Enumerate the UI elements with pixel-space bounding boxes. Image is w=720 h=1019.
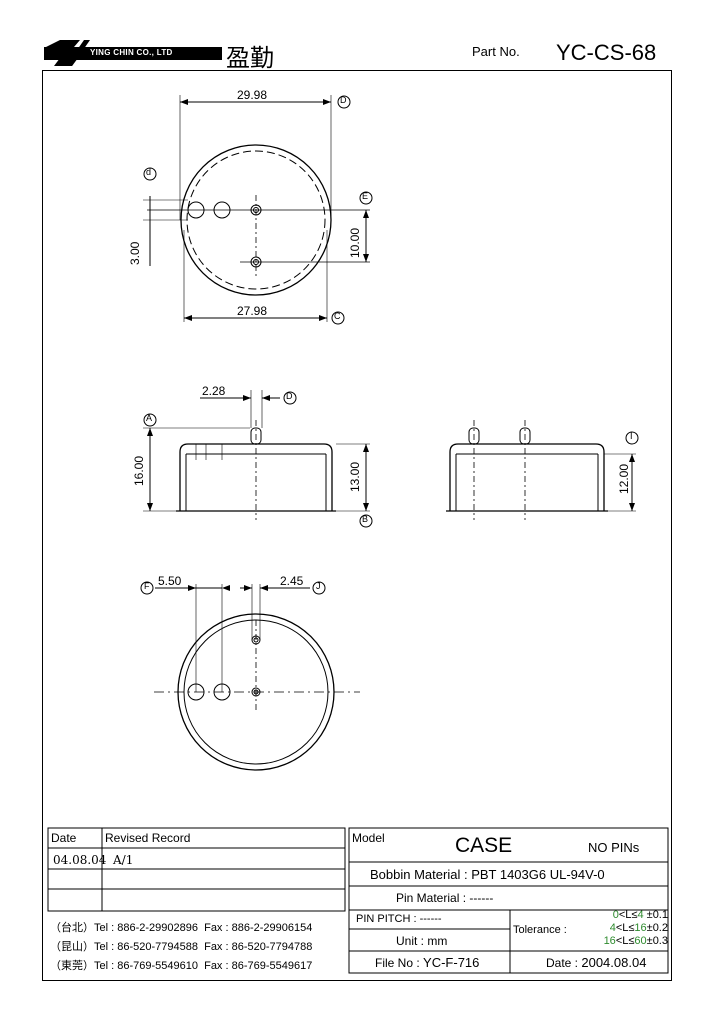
contact-dongguan: （東莞）Tel : 86-769-5549610 Fax : 86-769-55… xyxy=(50,960,313,972)
dim-top-width: 29.98 xyxy=(237,88,268,102)
drawing-date: Date : 2004.08.04 xyxy=(546,955,647,970)
company-name-cn: 盈勤 xyxy=(226,44,274,72)
drawing-frame xyxy=(42,70,672,981)
tolerance-row-3: 16<L≤60±0.3 xyxy=(603,935,668,947)
contact-kunshan: （昆山）Tel : 86-520-7794588 Fax : 86-520-77… xyxy=(50,941,313,953)
model-value: CASE xyxy=(455,834,513,857)
pin-pitch: PIN PITCH : ------ xyxy=(356,913,442,925)
tolerance-label: Tolerance : xyxy=(513,924,567,936)
marker-i: I xyxy=(630,431,633,441)
tolerance-row-2: 4<L≤16±0.2 xyxy=(609,922,668,934)
pins-value: NO PINs xyxy=(588,840,640,855)
logo-bar xyxy=(44,47,222,60)
revision-record-header: Revised Record xyxy=(105,831,191,845)
bobbin-material: Bobbin Material : PBT 1403G6 UL-94V-0 xyxy=(370,867,605,882)
dim-bottom-width: 27.98 xyxy=(237,304,268,318)
pin-material: Pin Material : ------ xyxy=(396,891,494,905)
logo-icon xyxy=(46,40,90,66)
company-name: YING CHIN CO., LTD xyxy=(90,48,173,57)
revision-date-header: Date xyxy=(51,831,77,845)
dim-pin-offset: 2.28 xyxy=(202,384,226,398)
marker-d-lower: d xyxy=(146,167,152,177)
revision-date-1: 04.08.04 xyxy=(53,853,107,867)
dim-bottom-b: 2.45 xyxy=(280,574,304,588)
part-no: YC-CS-68 xyxy=(556,40,657,65)
marker-f: F xyxy=(144,581,150,591)
tolerance-row-1: 0<L≤4 ±0.1 xyxy=(612,909,668,921)
marker-d-upper: D xyxy=(340,95,347,105)
marker-e: E xyxy=(362,191,369,201)
marker-d-front: D xyxy=(286,391,293,401)
contact-taipei: （台北）Tel : 886-2-29902896 Fax : 886-2-299… xyxy=(50,922,313,934)
marker-c: C xyxy=(334,311,341,321)
unit: Unit : mm xyxy=(396,934,448,948)
tolerance-table: 0<L≤4 ±0.1 4<L≤16±0.2 16<L≤60±0.3 xyxy=(580,909,668,948)
model-label: Model xyxy=(352,831,385,845)
file-no: File No : YC-F-716 xyxy=(375,955,480,970)
marker-b: B xyxy=(362,514,369,524)
revision-record-1: A/1 xyxy=(113,853,134,867)
dim-bottom-a: 5.50 xyxy=(158,574,182,588)
part-no-label: Part No. xyxy=(472,44,520,59)
marker-a: A xyxy=(146,413,153,423)
marker-j: J xyxy=(316,581,321,591)
